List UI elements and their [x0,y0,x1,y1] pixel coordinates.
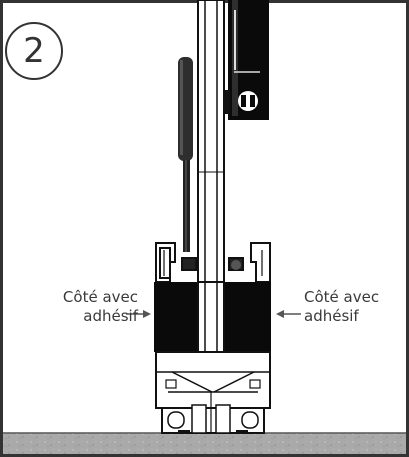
annotation-right-line2: adhésif [304,307,359,325]
left-arrow-icon [126,310,151,318]
annotation-right-line1: Côté avec [304,288,380,306]
right-arrow-icon [276,310,301,318]
applicator-tool [178,57,193,252]
annotation-left-line2: adhésif [83,307,138,325]
u-profile-rail [155,242,271,283]
annotation-right: Côté avec adhésif [304,288,404,326]
floor-surface [3,433,406,454]
step-number-badge: 2 [5,22,63,80]
upper-panel [228,0,269,120]
base-profile [155,351,271,434]
annotation-left-line1: Côté avec [62,288,138,306]
annotation-left: Côté avec adhésif [38,288,138,326]
step-number: 2 [23,31,45,71]
